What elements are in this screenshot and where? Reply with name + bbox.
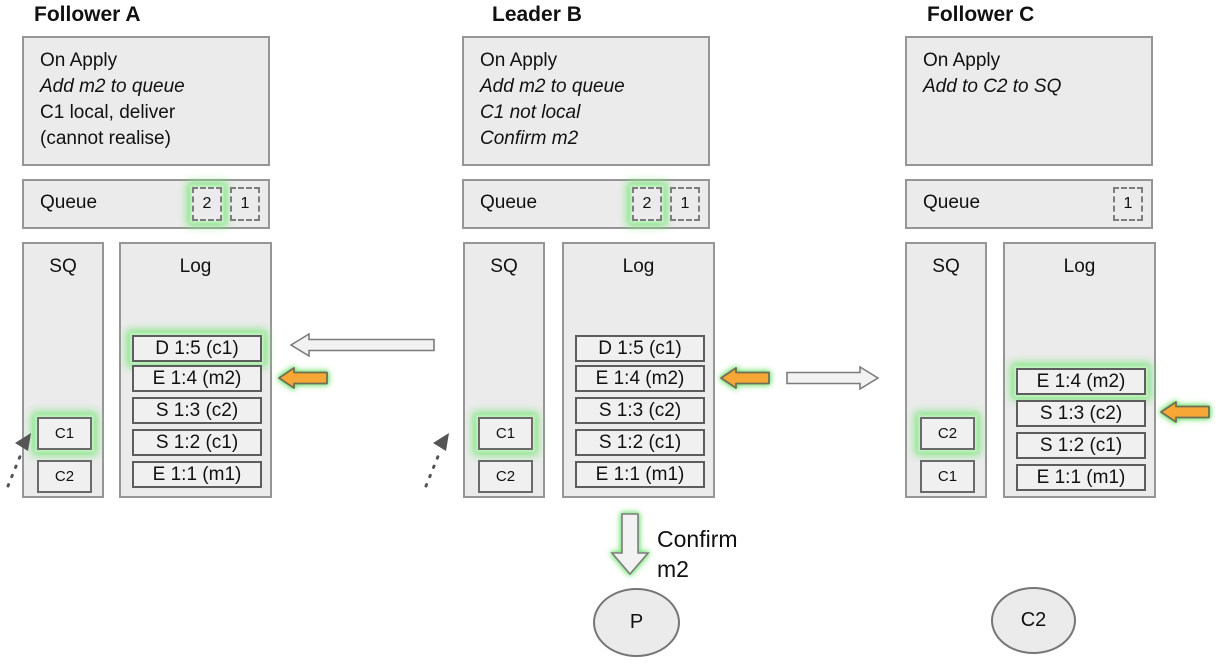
apply-pointer-arrow-icon bbox=[278, 367, 328, 389]
replicate-left-arrow-icon bbox=[289, 332, 435, 358]
confirm-label-line1: Confirm bbox=[657, 526, 738, 552]
node-title: Leader B bbox=[492, 3, 582, 26]
on-apply-line: C1 local, deliver bbox=[40, 102, 176, 123]
log-entry: E 1:4 (m2) bbox=[575, 365, 705, 392]
process-label: P bbox=[629, 611, 644, 633]
node-follower-c: Follower C On Apply Add to C2 to SQ Queu… bbox=[905, 0, 1156, 500]
dotted-arrow-icon bbox=[424, 433, 449, 488]
queue-box: Queue 2 1 bbox=[22, 179, 270, 229]
log-label: Log bbox=[179, 256, 212, 277]
process-ellipse-c2: C2 bbox=[991, 587, 1076, 654]
confirm-label-line2: m2 bbox=[657, 556, 689, 582]
sq-box: SQ C2 C1 bbox=[905, 242, 987, 498]
queue-item: 1 bbox=[1113, 187, 1143, 221]
on-apply-line: C1 not local bbox=[480, 102, 581, 123]
on-apply-box: On Apply Add to C2 to SQ bbox=[905, 36, 1153, 166]
apply-pointer-arrow-icon bbox=[1160, 401, 1210, 423]
log-entry: S 1:2 (c1) bbox=[575, 429, 705, 456]
log-entry: E 1:4 (m2) bbox=[1016, 368, 1146, 395]
log-box: Log D 1:5 (c1) E 1:4 (m2) S 1:3 (c2) S 1… bbox=[119, 242, 272, 498]
sq-label: SQ bbox=[932, 256, 960, 277]
queue-item: 1 bbox=[670, 187, 700, 221]
on-apply-line: On Apply bbox=[480, 50, 558, 71]
sq-item: C2 bbox=[478, 460, 533, 493]
log-entry: S 1:3 (c2) bbox=[1016, 400, 1146, 427]
log-entry: S 1:3 (c2) bbox=[132, 397, 262, 424]
node-leader-b: Leader B On Apply Add m2 to queue C1 not… bbox=[462, 0, 715, 500]
on-apply-line: Add m2 to queue bbox=[40, 76, 185, 97]
sq-item: C1 bbox=[478, 417, 533, 450]
sq-box: SQ C1 C2 bbox=[22, 242, 104, 498]
queue-label: Queue bbox=[40, 192, 98, 213]
log-entry: D 1:5 (c1) bbox=[575, 335, 705, 362]
sq-label: SQ bbox=[490, 256, 518, 277]
sq-item: C2 bbox=[37, 460, 92, 493]
on-apply-line: Add m2 to queue bbox=[480, 76, 625, 97]
confirm-label: Confirm m2 bbox=[657, 524, 738, 584]
log-entry: S 1:3 (c2) bbox=[575, 397, 705, 424]
log-entry: S 1:2 (c1) bbox=[132, 429, 262, 456]
sq-label: SQ bbox=[49, 256, 77, 277]
queue-label: Queue bbox=[923, 192, 981, 213]
on-apply-box: On Apply Add m2 to queue C1 not local Co… bbox=[462, 36, 710, 166]
sq-item: C1 bbox=[37, 417, 92, 450]
node-title: Follower C bbox=[927, 3, 1035, 26]
node-follower-a: Follower A On Apply Add m2 to queue C1 l… bbox=[22, 0, 272, 500]
queue-box: Queue 2 1 bbox=[462, 179, 710, 229]
confirm-down-arrow-icon bbox=[610, 513, 650, 576]
apply-pointer-arrow-icon bbox=[720, 367, 770, 389]
process-ellipse-p: P bbox=[593, 588, 680, 657]
log-entry: E 1:4 (m2) bbox=[132, 365, 262, 392]
queue-item: 2 bbox=[632, 187, 662, 221]
node-title: Follower A bbox=[34, 3, 141, 26]
sq-item: C1 bbox=[920, 460, 975, 493]
dotted-arrow-icon bbox=[6, 433, 31, 488]
on-apply-line: Add to C2 to SQ bbox=[923, 76, 1062, 97]
log-box: Log D 1:5 (c1) E 1:4 (m2) S 1:3 (c2) S 1… bbox=[562, 242, 715, 498]
log-entry: E 1:1 (m1) bbox=[132, 461, 262, 488]
log-box: Log E 1:4 (m2) S 1:3 (c2) S 1:2 (c1) E 1… bbox=[1003, 242, 1156, 498]
queue-label: Queue bbox=[480, 192, 538, 213]
log-label: Log bbox=[1063, 256, 1096, 277]
queue-box: Queue 1 bbox=[905, 179, 1153, 229]
queue-item: 2 bbox=[192, 187, 222, 221]
process-label: C2 bbox=[1020, 609, 1047, 631]
queue-item: 1 bbox=[230, 187, 260, 221]
log-label: Log bbox=[622, 256, 655, 277]
on-apply-line: (cannot realise) bbox=[40, 128, 171, 149]
log-entry: D 1:5 (c1) bbox=[132, 335, 262, 362]
log-entry: E 1:1 (m1) bbox=[575, 461, 705, 488]
sq-item: C2 bbox=[920, 417, 975, 450]
on-apply-line: On Apply bbox=[40, 50, 118, 71]
replicate-right-arrow-icon bbox=[786, 365, 880, 391]
log-entry: E 1:1 (m1) bbox=[1016, 464, 1146, 491]
on-apply-box: On Apply Add m2 to queue C1 local, deliv… bbox=[22, 36, 270, 166]
on-apply-line: On Apply bbox=[923, 50, 1001, 71]
log-entry: S 1:2 (c1) bbox=[1016, 432, 1146, 459]
on-apply-line: Confirm m2 bbox=[480, 128, 579, 149]
sq-box: SQ C1 C2 bbox=[463, 242, 545, 498]
